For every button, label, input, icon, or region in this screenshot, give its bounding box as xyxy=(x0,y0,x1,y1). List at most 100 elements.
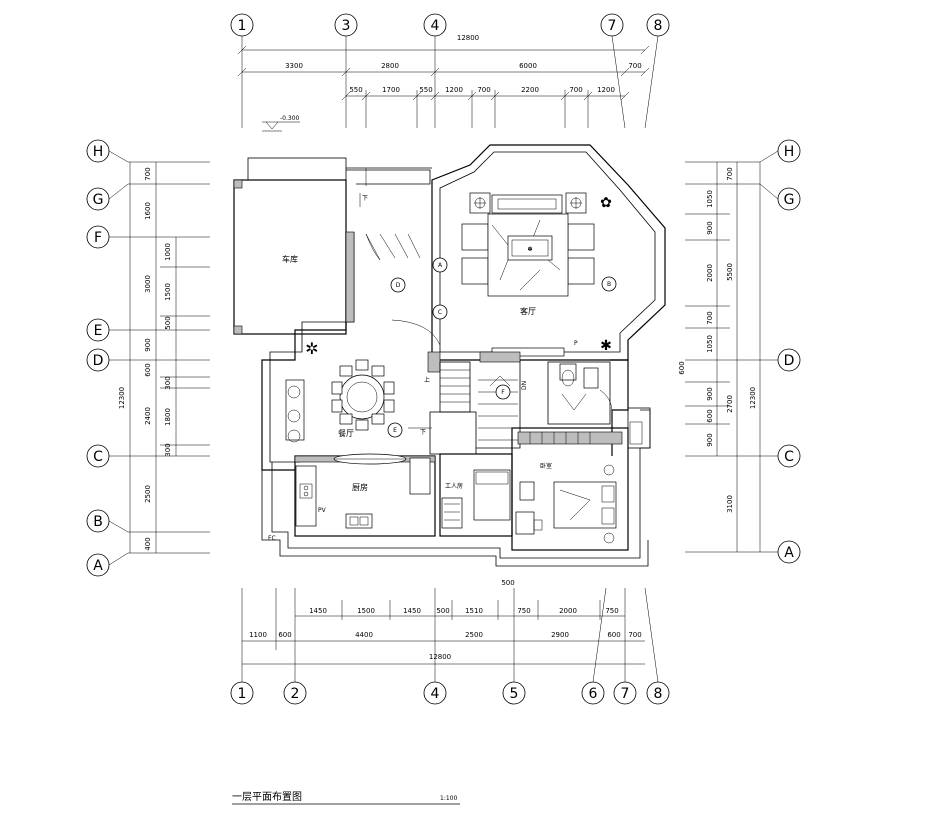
dim-right-in-3: 700 xyxy=(706,311,714,324)
dim-bot-mid: 500 xyxy=(501,579,514,587)
dim-bot-r2-4: 2900 xyxy=(551,631,569,639)
svg-text:B: B xyxy=(93,514,103,530)
svg-text:H: H xyxy=(784,144,795,160)
dim-right-in-2: 2000 xyxy=(706,264,714,282)
marker-d: D xyxy=(396,282,401,289)
dim-left-5: 2400 xyxy=(144,407,152,425)
top-grid: 1 3 4 7 8 xyxy=(230,13,670,132)
dim-right-in-6: 600 xyxy=(706,409,714,422)
marker-b: B xyxy=(607,281,611,288)
maid-bed xyxy=(473,469,511,521)
dim-bot-r1-3: 500 xyxy=(436,607,449,615)
dim-right-1: 5500 xyxy=(726,263,734,281)
svg-text:H: H xyxy=(93,144,104,160)
tv-stand xyxy=(519,481,535,501)
grid-bubble-right-H: H xyxy=(759,139,801,163)
svg-text:E: E xyxy=(94,323,103,339)
dim-top-r1-3: 700 xyxy=(628,62,641,70)
grid-bubble-bot-6 xyxy=(581,681,605,705)
dim-left-in-2: 500 xyxy=(164,316,172,329)
svg-text:D: D xyxy=(93,353,104,369)
dim-bot-r2-1: 600 xyxy=(278,631,291,639)
grid-label-top-8: 8 xyxy=(654,18,663,34)
grid-bubble-left-D: D xyxy=(86,348,128,372)
grid-label-bot-8: 8 xyxy=(654,686,663,702)
garage: 车库 xyxy=(233,157,347,335)
grid-bubble-bot-8 xyxy=(646,681,670,705)
dim-right-2: 600 xyxy=(678,361,686,374)
grid-label-bot-1: 1 xyxy=(238,686,247,702)
room-label-living: 客厅 xyxy=(520,306,536,316)
kitchen: PV 厨房 FC xyxy=(268,453,436,542)
dim-bot-r2-6: 700 xyxy=(628,631,641,639)
marker-f: F xyxy=(501,389,505,396)
room-label-garage: 车库 xyxy=(282,254,298,264)
dim-top-r2-2: 550 xyxy=(419,86,432,94)
dim-left-7: 400 xyxy=(144,537,152,550)
dim-top-r2-3: 1200 xyxy=(445,86,463,94)
maid-room: 工人房 xyxy=(439,453,513,537)
lamp-icon-2 xyxy=(603,532,615,544)
grid-bubble-left-H: H xyxy=(86,139,129,163)
drawing-title: 一层平面布置图 xyxy=(232,791,302,803)
dim-bot-r1-5: 750 xyxy=(517,607,530,615)
grid-label-bot-2: 2 xyxy=(291,686,300,702)
dim-bot-r1-1: 1500 xyxy=(357,607,375,615)
room-label-dining: 餐厅 xyxy=(338,429,354,438)
grid-label-bot-7: 7 xyxy=(621,686,630,702)
dim-left-in-1: 1500 xyxy=(164,283,172,301)
washbasin xyxy=(583,367,599,389)
svg-text:✽: ✽ xyxy=(527,246,532,253)
title-block: 一层平面布置图 1:100 xyxy=(232,791,460,805)
dim-right-in-7: 900 xyxy=(706,433,714,446)
svg-text:F: F xyxy=(94,230,102,246)
svg-text:G: G xyxy=(784,192,795,208)
grid-label-top-3: 3 xyxy=(342,18,351,34)
fridge xyxy=(409,457,431,495)
sink xyxy=(345,513,373,529)
level-mark-text: -0.300 xyxy=(280,115,300,122)
dim-right-total: 12300 xyxy=(749,387,757,409)
dim-bot-r1-6: 2000 xyxy=(559,607,577,615)
dim-top-r1-2: 6000 xyxy=(519,62,537,70)
room-label-kitchen: 厨房 xyxy=(352,482,368,492)
dim-left-in-4: 1800 xyxy=(164,408,172,426)
maid-wardrobe xyxy=(441,497,463,529)
dining-table xyxy=(339,374,385,420)
svg-text:D: D xyxy=(784,353,795,369)
plant-icon-2: ✱ xyxy=(600,338,612,354)
svg-text:G: G xyxy=(93,192,104,208)
dim-bot-r1-7: 750 xyxy=(605,607,618,615)
room-label-maid: 工人房 xyxy=(445,482,463,490)
building: 车库 下 xyxy=(233,144,666,567)
dim-left-6: 2500 xyxy=(144,485,152,503)
dim-bot-r2-5: 600 xyxy=(607,631,620,639)
plant-icon: ✿ xyxy=(600,195,612,211)
dim-right-in-1: 900 xyxy=(706,221,714,234)
grid-bubble-bot-5 xyxy=(502,681,526,705)
dim-left-2: 3000 xyxy=(144,275,152,293)
svg-text:C: C xyxy=(93,449,103,465)
dim-bot-r1-4: 1510 xyxy=(465,607,483,615)
armchair-r2 xyxy=(567,257,595,285)
dim-right-in-0: 1050 xyxy=(706,190,714,208)
level-mark: -0.300 xyxy=(262,115,300,132)
dim-top-r2-4: 700 xyxy=(477,86,490,94)
svg-text:A: A xyxy=(784,545,794,561)
grid-label-top-4: 4 xyxy=(431,18,440,34)
right-grid: H G D C A xyxy=(678,139,801,564)
dim-right-4: 3100 xyxy=(726,495,734,513)
dim-bot-total: 12800 xyxy=(429,653,451,661)
desk xyxy=(515,511,535,535)
grid-bubble-bot-4 xyxy=(423,681,447,705)
marker-a: A xyxy=(438,262,443,269)
grid-bubble-left-E: E xyxy=(86,318,128,342)
label-down-2: 下 xyxy=(420,429,426,436)
lamp-icon xyxy=(603,464,615,476)
living-room: ✽ ✿ ✱ P 客厅 A B D C xyxy=(365,144,666,361)
label-fc: FC xyxy=(268,535,276,542)
dim-bot-r1-0: 1450 xyxy=(309,607,327,615)
dim-top-r2-0: 550 xyxy=(349,86,362,94)
grid-bubble-left-F: F xyxy=(86,225,128,249)
dining-room: ✲ 餐厅 E 下 xyxy=(261,231,441,471)
